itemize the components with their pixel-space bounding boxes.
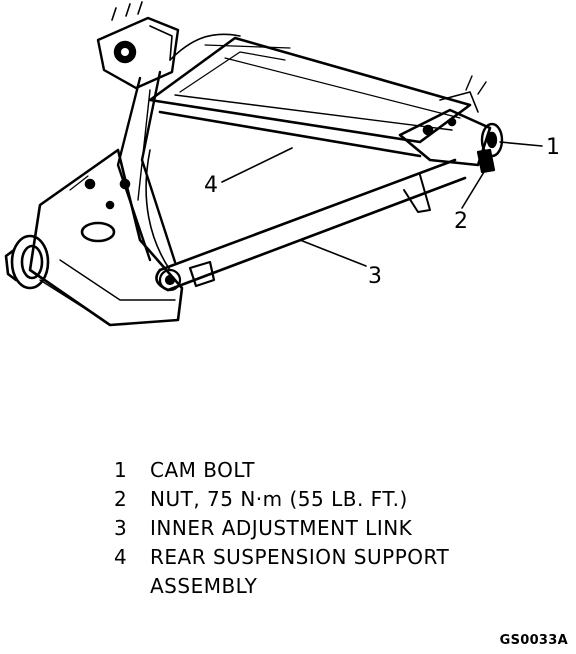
legend-label: CAM BOLT (150, 458, 255, 482)
legend-label: REAR SUSPENSION SUPPORT ASSEMBLY (150, 545, 450, 598)
legend-label: NUT, 75 N·m (55 LB. FT.) (150, 487, 408, 511)
legend-number: 3 (114, 516, 128, 540)
callout-4: 4 (204, 173, 218, 198)
support-assembly-panel (148, 36, 472, 158)
legend: 1 CAM BOLT 2 NUT, 75 N·m (55 LB. FT.) 3 … (114, 456, 534, 601)
callout-3: 3 (368, 264, 382, 289)
callout-1: 1 (546, 135, 560, 160)
cam-bolt (480, 122, 504, 158)
legend-item: 4 REAR SUSPENSION SUPPORT ASSEMBLY (114, 543, 534, 601)
spindle-hub (4, 234, 50, 290)
nut (476, 148, 496, 174)
legend-label: INNER ADJUSTMENT LINK (150, 516, 413, 540)
legend-number: 1 (114, 458, 128, 482)
suspension-strut (116, 70, 177, 264)
right-mount-bracket (398, 75, 492, 213)
legend-number: 4 (114, 545, 128, 569)
knuckle-plate (28, 148, 184, 327)
upper-mount-bracket (96, 1, 180, 90)
suspension-diagram: 1 2 3 4 (4, 1, 560, 327)
callout-2: 2 (454, 209, 468, 234)
brake-line (145, 33, 241, 271)
link-end-fitting (158, 260, 216, 292)
leader-lines (221, 141, 543, 267)
legend-item: 3 INNER ADJUSTMENT LINK (114, 514, 534, 543)
inner-adjustment-link (155, 158, 467, 292)
legend-item: 2 NUT, 75 N·m (55 LB. FT.) (114, 485, 534, 514)
legend-number: 2 (114, 487, 128, 511)
legend-item: 1 CAM BOLT (114, 456, 534, 485)
figure-code: GS0033A (499, 633, 568, 648)
